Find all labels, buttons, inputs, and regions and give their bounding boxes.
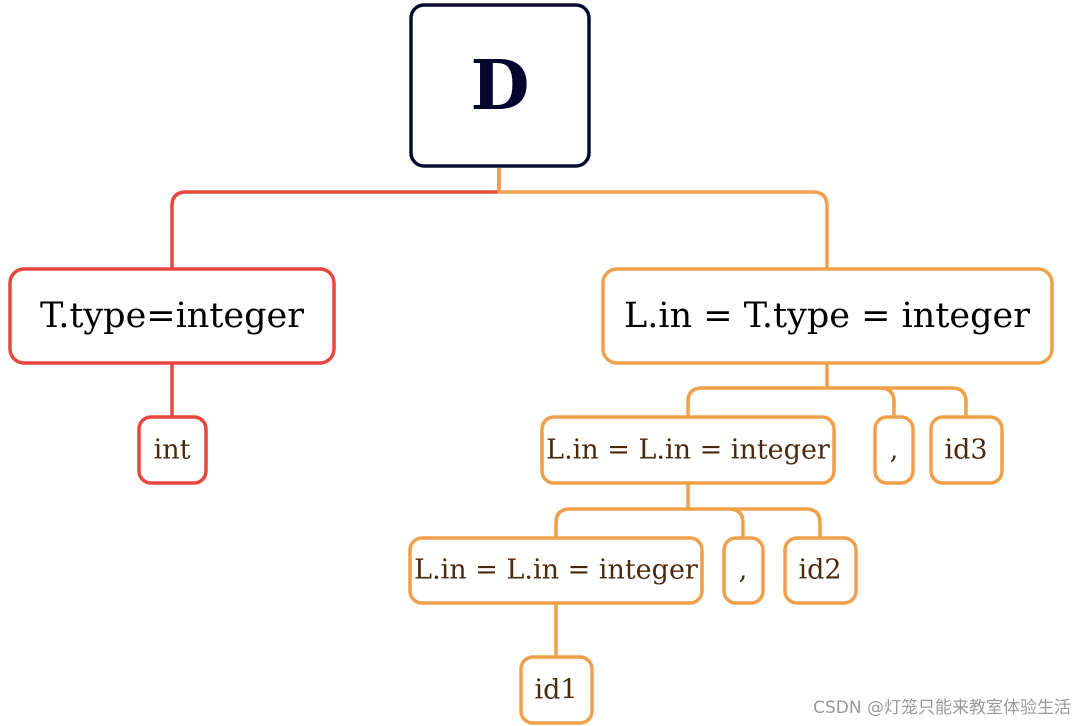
- node-comma-1-label: ,: [890, 435, 899, 466]
- node-l-in-top: L.in = T.type = integer: [601, 267, 1054, 365]
- node-id1-label: id1: [534, 675, 577, 706]
- node-root-label: D: [471, 46, 530, 126]
- watermark-text: CSDN @灯笼只能来教室体验生活: [813, 698, 1071, 718]
- edge-root-to-t-type: [170, 168, 501, 268]
- node-id2: id2: [783, 536, 858, 605]
- node-comma-2-label: ,: [739, 555, 748, 586]
- edge-root-to-l-in-top: [497, 168, 829, 268]
- node-id3: id3: [929, 415, 1004, 485]
- node-int: int: [137, 415, 208, 485]
- node-comma-1: ,: [873, 415, 915, 485]
- node-l-in-mid: L.in = L.in = integer: [540, 415, 836, 485]
- node-t-type: T.type=integer: [8, 267, 336, 365]
- edge-l-in-mid-to-children: [554, 483, 822, 538]
- node-id1: id1: [519, 655, 594, 725]
- node-t-type-label: T.type=integer: [40, 296, 304, 336]
- node-id3-label: id3: [944, 435, 987, 466]
- node-id2-label: id2: [798, 555, 841, 586]
- node-l-in-low-label: L.in = L.in = integer: [414, 555, 698, 586]
- node-int-label: int: [154, 435, 191, 466]
- node-l-in-low: L.in = L.in = integer: [408, 536, 704, 605]
- node-l-in-mid-label: L.in = L.in = integer: [546, 435, 830, 466]
- node-comma-2: ,: [722, 536, 765, 605]
- node-l-in-top-label: L.in = T.type = integer: [624, 296, 1030, 336]
- edge-l-in-top-to-children: [686, 363, 968, 417]
- node-root: D: [409, 3, 591, 168]
